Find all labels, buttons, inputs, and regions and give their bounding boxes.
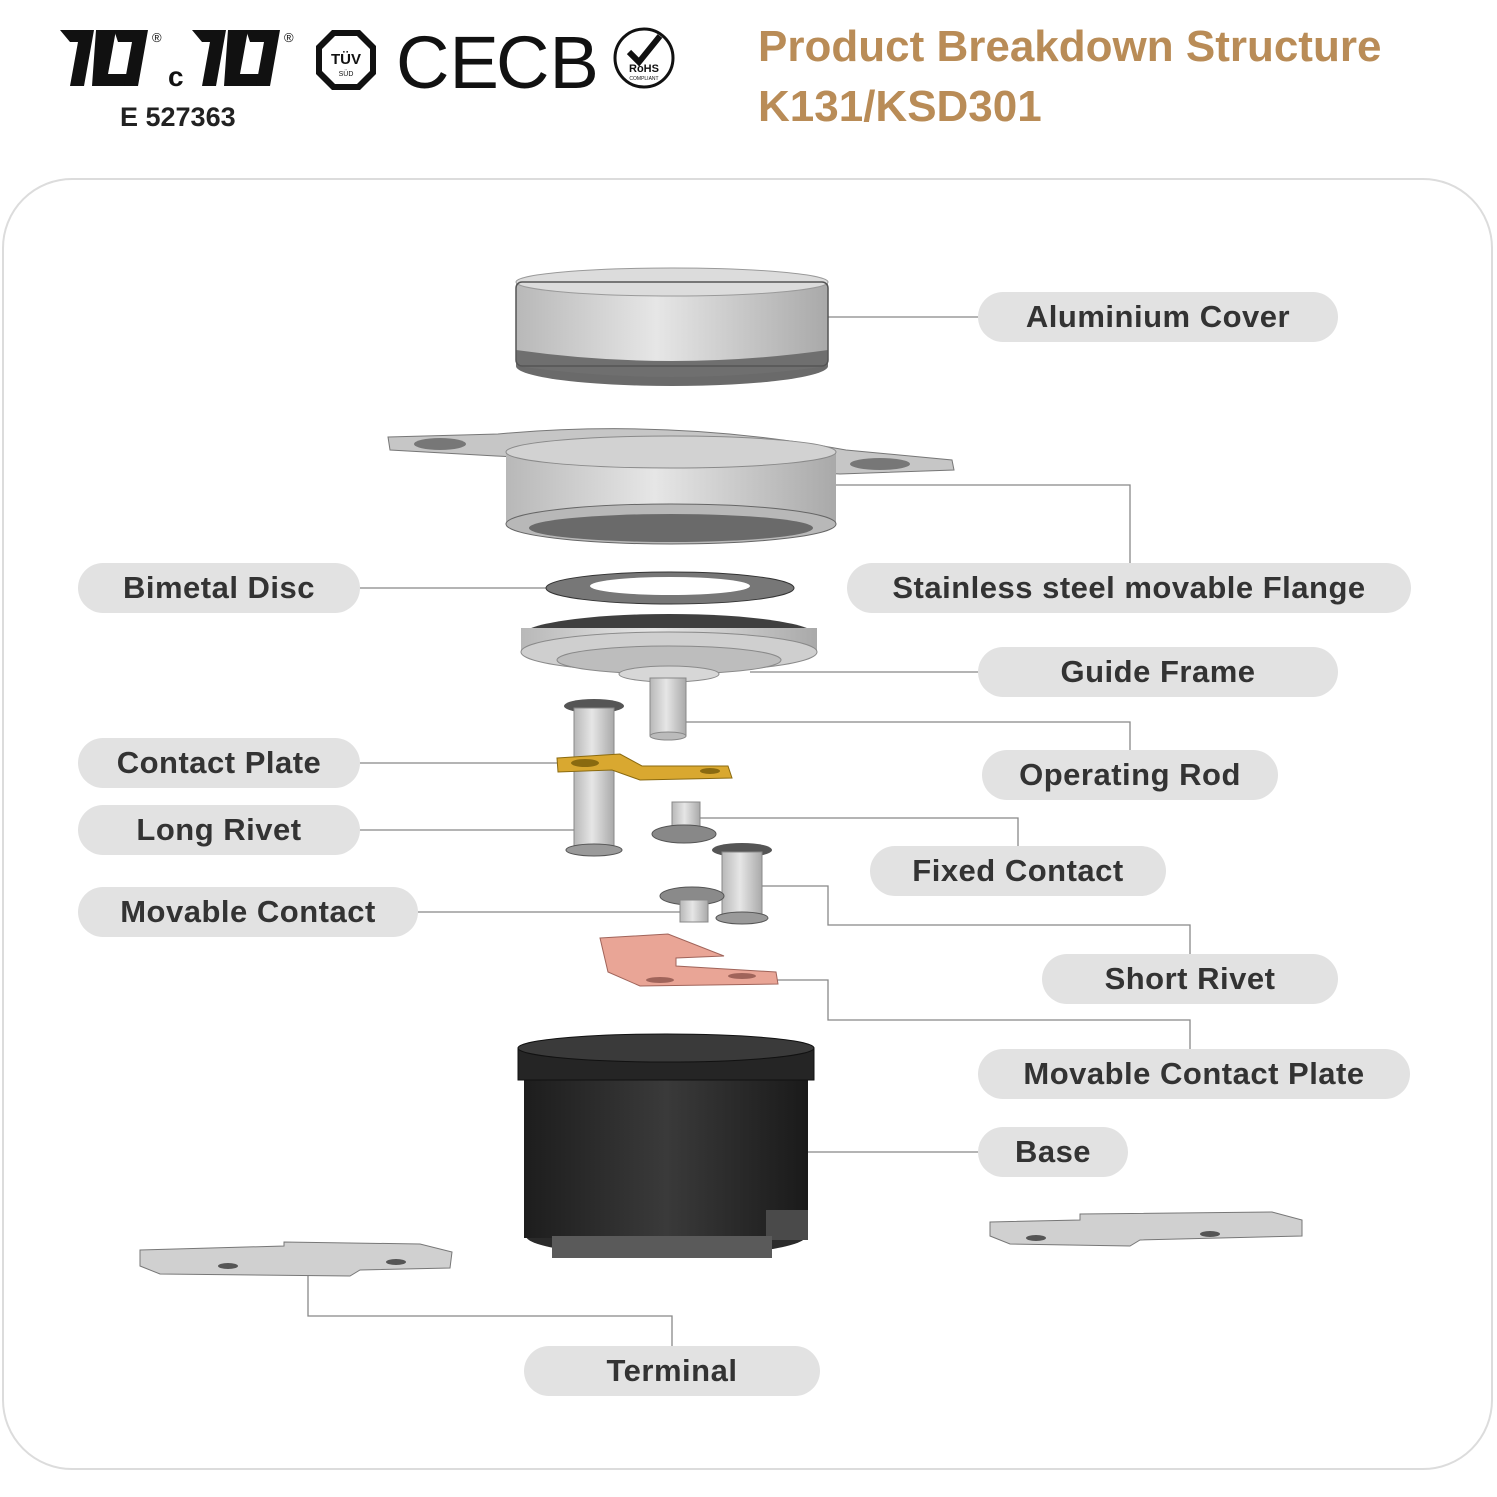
- cb-logo-icon: CB: [496, 21, 599, 104]
- page-title: Product Breakdown Structure: [758, 22, 1382, 71]
- cul-c-letter: c: [168, 61, 184, 92]
- long-rivet-part: [564, 699, 624, 857]
- movable-contact-plate-part: [599, 933, 779, 987]
- label-terminal: Terminal: [524, 1346, 820, 1396]
- fixed-contact-part: [651, 801, 717, 844]
- certificate-number: E 527363: [120, 102, 236, 132]
- svg-text:®: ®: [152, 30, 162, 45]
- aluminium-cover-part: [515, 267, 829, 386]
- label-bimetal-disc: Bimetal Disc: [78, 563, 360, 613]
- cul-logo-icon: ®: [192, 30, 294, 86]
- ce-logo-icon: CE: [396, 21, 499, 104]
- label-short-rivet: Short Rivet: [1042, 954, 1338, 1004]
- movable-contact-part: [659, 886, 725, 923]
- bimetal-disc-part: [545, 571, 795, 605]
- svg-text:COMPLIANT: COMPLIANT: [629, 76, 658, 82]
- guide-frame-part: [520, 614, 818, 683]
- svg-text:SÜD: SÜD: [339, 70, 354, 78]
- tuv-logo-icon: TÜV SÜD: [316, 30, 376, 90]
- rohs-logo-icon: RoHS COMPLIANT: [613, 27, 675, 89]
- operating-rod-part: [649, 677, 687, 741]
- certification-logos: ® c ® TÜV SÜD CE CB RoHS COMPLIANT: [56, 21, 696, 144]
- label-operating-rod: Operating Rod: [982, 750, 1278, 800]
- label-guide-frame: Guide Frame: [978, 647, 1338, 697]
- terminal-left-part: [139, 1241, 453, 1277]
- svg-text:TÜV: TÜV: [331, 51, 361, 68]
- stainless-flange-part: [387, 428, 955, 545]
- label-movable-contact-plate: Movable Contact Plate: [978, 1049, 1410, 1099]
- contact-plate-part: [556, 753, 733, 781]
- ul-logo-icon: ®: [60, 30, 162, 86]
- label-aluminium-cover: Aluminium Cover: [978, 292, 1338, 342]
- svg-text:RoHS: RoHS: [629, 63, 659, 75]
- svg-text:CE: CE: [396, 24, 499, 104]
- label-movable-contact: Movable Contact: [78, 887, 418, 937]
- label-contact-plate: Contact Plate: [78, 738, 360, 788]
- svg-text:®: ®: [284, 30, 294, 45]
- certification-marks: ® c ® TÜV SÜD CE CB RoHS COMPLIANT: [60, 21, 675, 104]
- terminal-right-part: [989, 1211, 1303, 1247]
- label-long-rivet: Long Rivet: [78, 805, 360, 855]
- svg-text:CB: CB: [496, 24, 599, 104]
- label-base: Base: [978, 1127, 1128, 1177]
- model-number: K131/KSD301: [758, 82, 1042, 131]
- base-part: [517, 1033, 815, 1258]
- short-rivet-part: [712, 843, 772, 925]
- label-stainless-flange: Stainless steel movable Flange: [847, 563, 1411, 613]
- label-fixed-contact: Fixed Contact: [870, 846, 1166, 896]
